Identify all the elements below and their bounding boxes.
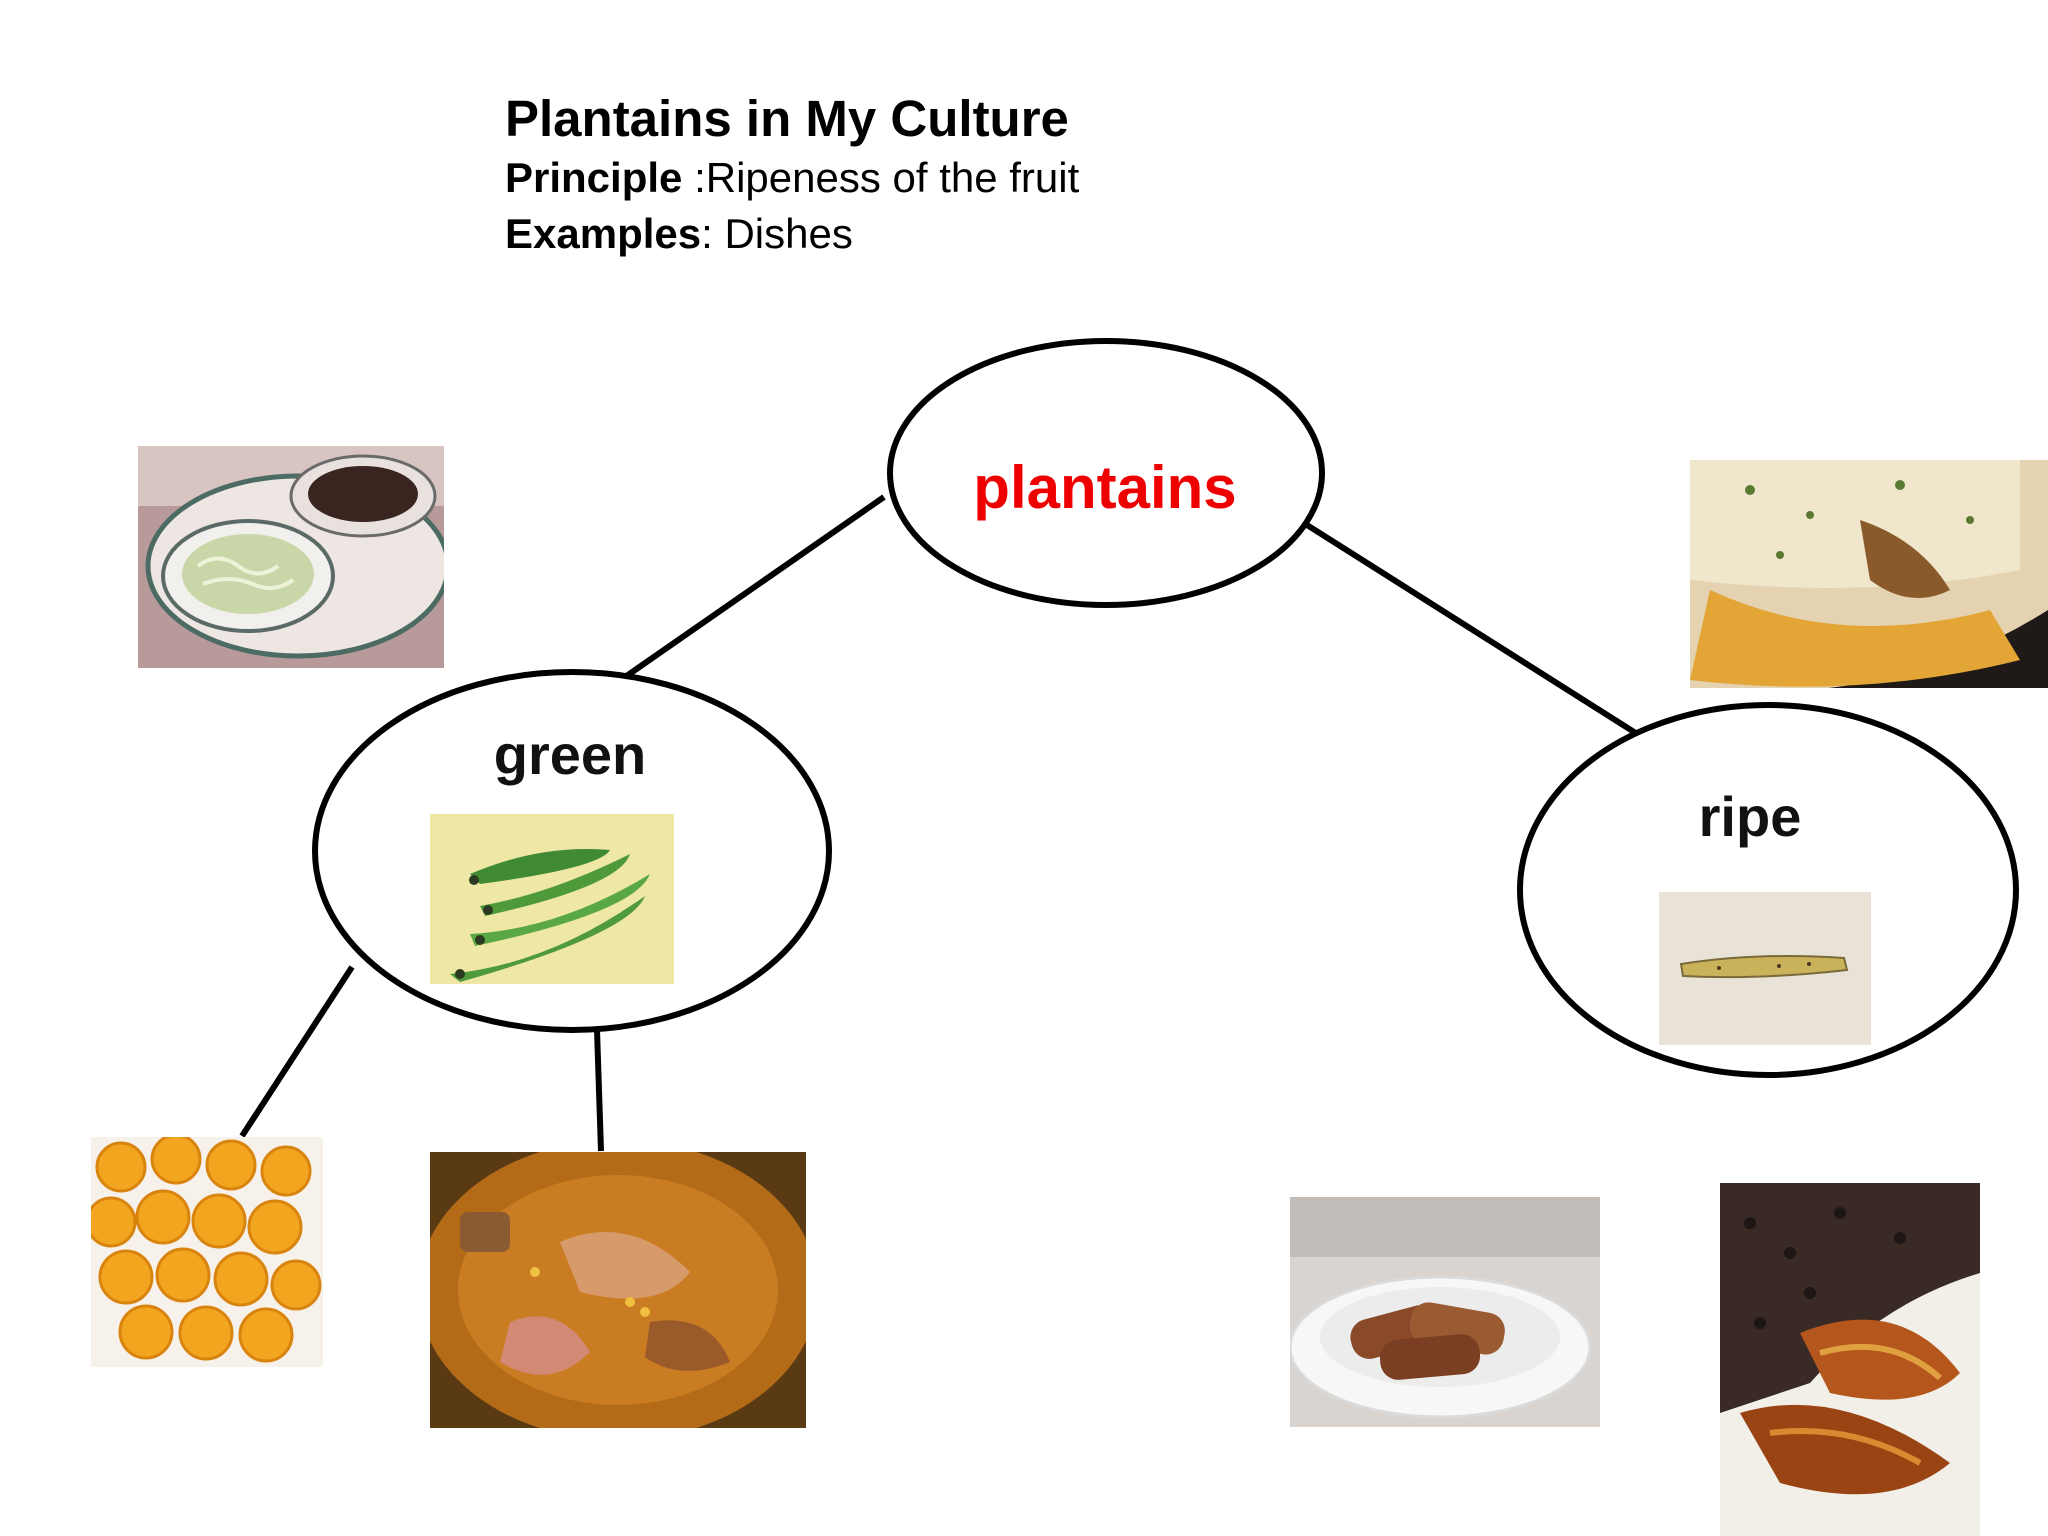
examples-line: Examples: Dishes	[505, 206, 1079, 262]
connector-root-green	[623, 494, 886, 680]
slide-title: Plantains in My Culture	[505, 90, 1069, 147]
node-ripe-label: ripe	[1698, 785, 1802, 848]
connector-green-stew	[594, 1029, 604, 1152]
photo-croquettes	[1290, 1197, 1600, 1427]
examples-value: : Dishes	[701, 210, 853, 257]
principle-line: Principle :Ripeness of the fruit	[505, 150, 1079, 206]
node-plantains-label: plantains	[973, 454, 1237, 521]
node-ripe-ellipse	[1517, 702, 2019, 1078]
photo-tostones	[91, 1137, 323, 1367]
principle-label: Principle	[505, 154, 683, 201]
examples-label: Examples	[505, 210, 702, 257]
node-green-label: green	[493, 723, 647, 786]
photo-maduros	[1720, 1183, 1980, 1536]
principle-value: :Ripeness of the fruit	[682, 154, 1080, 201]
photo-green-plantains	[430, 814, 674, 984]
photo-stew	[430, 1152, 806, 1428]
slide-header: Plantains in My Culture Principle :Ripen…	[505, 88, 1079, 262]
photo-ripe-plantain	[1659, 892, 1871, 1045]
photo-beans-plate	[138, 446, 444, 668]
photo-pastelon	[1690, 460, 2048, 688]
node-plantains-ellipse	[887, 338, 1325, 608]
connector-green-tostones	[239, 965, 355, 1138]
connector-root-ripe	[1305, 522, 1644, 740]
